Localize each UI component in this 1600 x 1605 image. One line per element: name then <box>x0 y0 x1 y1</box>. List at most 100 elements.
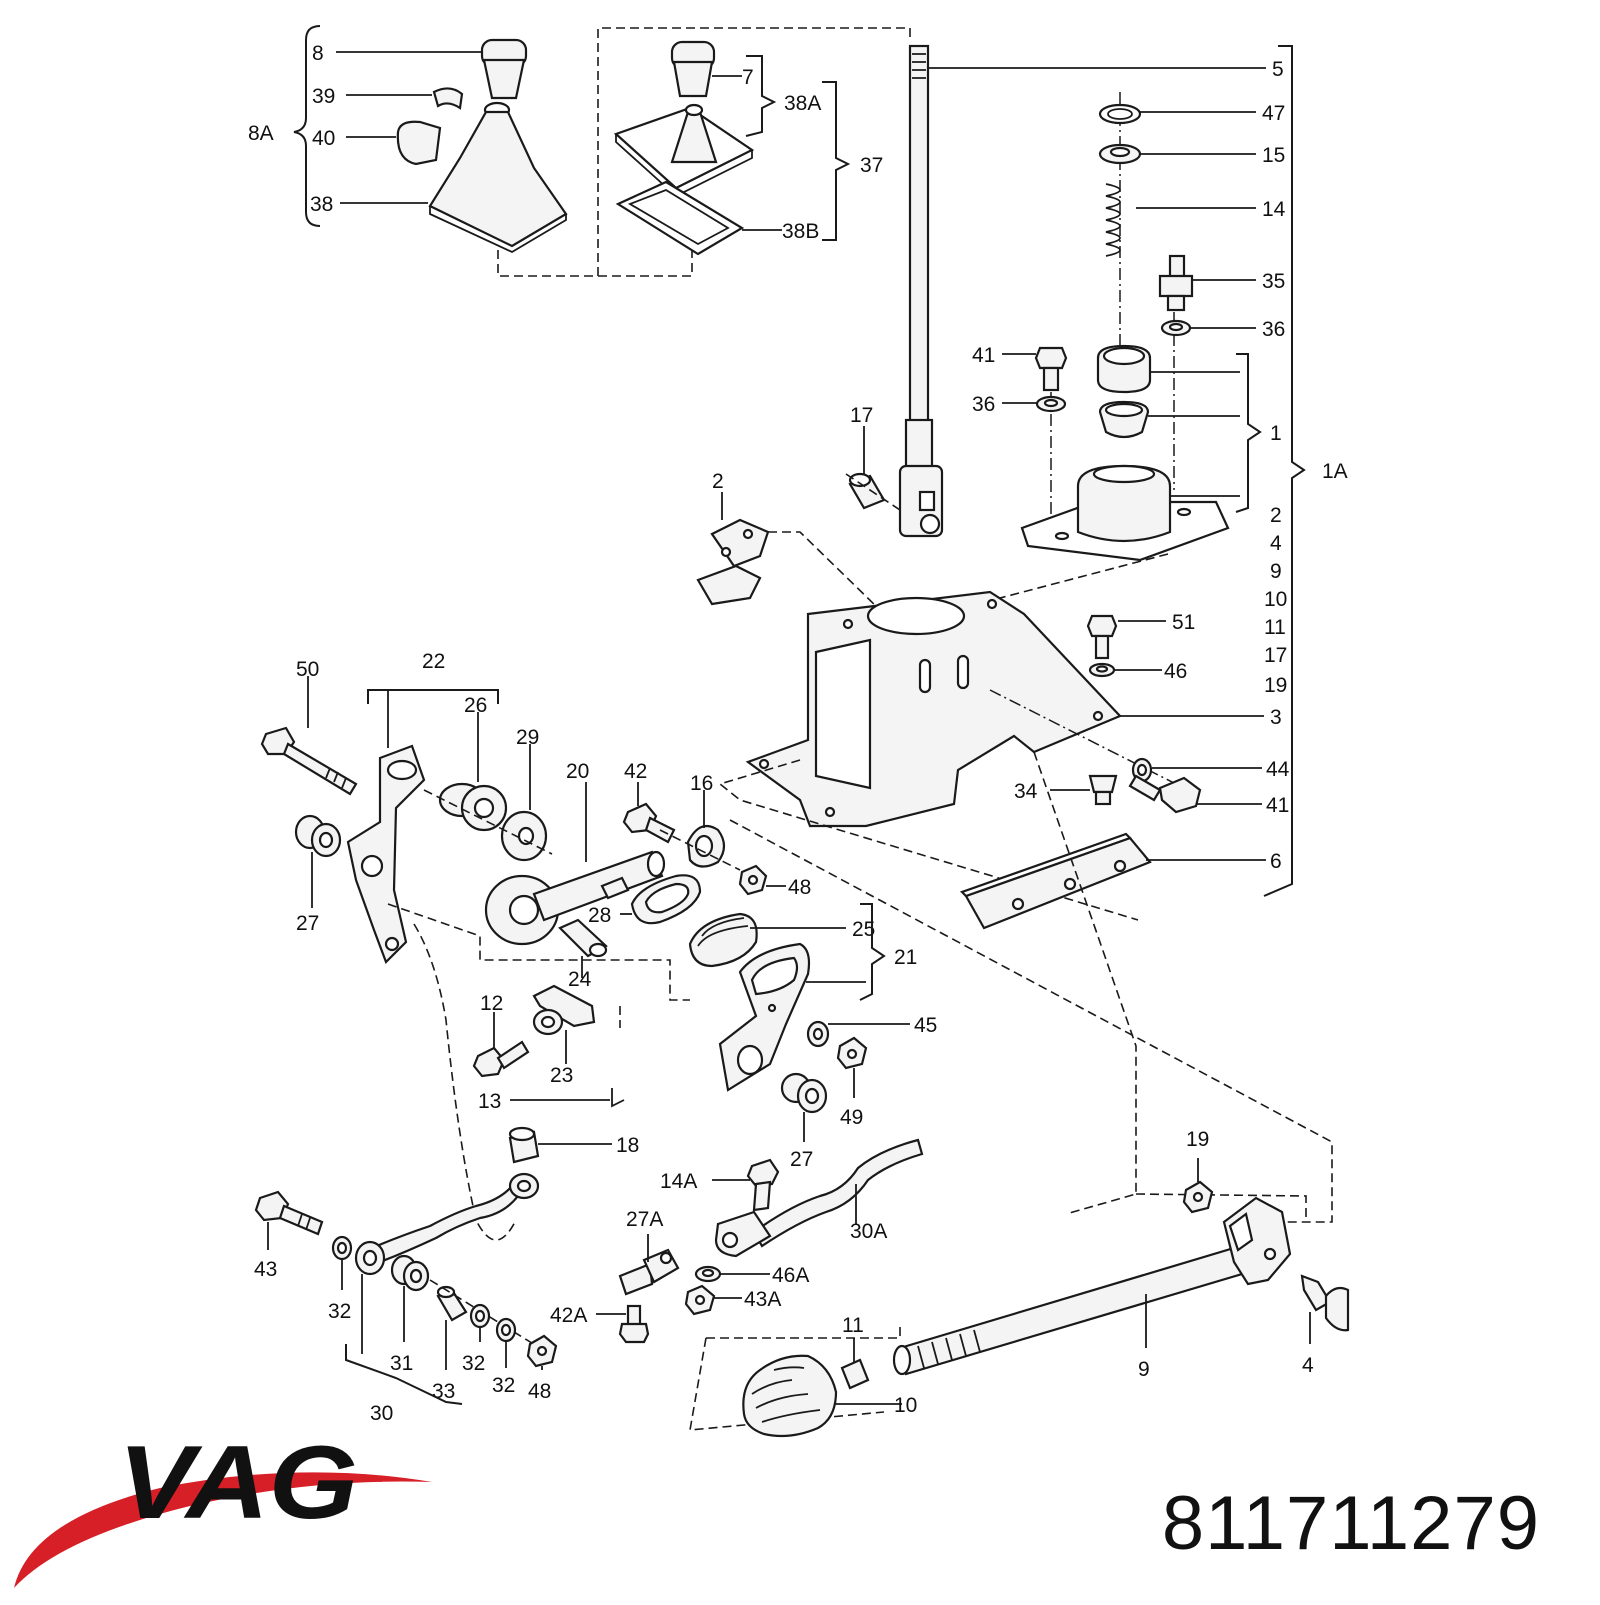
callout-48-top: 48 <box>788 876 811 899</box>
callout-15: 15 <box>1262 144 1285 167</box>
callout-r17: 17 <box>1264 644 1287 667</box>
callout-41-top: 41 <box>972 344 995 367</box>
bolt-42A <box>618 1304 650 1344</box>
washer-36 <box>1160 319 1192 337</box>
callout-r11: 11 <box>1264 616 1286 639</box>
callout-38A: 38A <box>784 92 821 115</box>
clamp-ring-40 <box>396 120 442 166</box>
callout-25: 25 <box>852 918 875 941</box>
bracket-2 <box>696 518 770 606</box>
callout-16: 16 <box>690 772 713 795</box>
bolt-51 <box>1086 614 1118 660</box>
callout-27A: 27A <box>626 1208 663 1231</box>
callout-28: 28 <box>588 904 611 927</box>
part-number: 811711279 <box>1161 1481 1540 1566</box>
callout-43: 43 <box>254 1258 277 1281</box>
callout-10: 10 <box>894 1394 917 1417</box>
vag-logo: VAG <box>14 1425 432 1588</box>
callout-6: 6 <box>1270 850 1282 873</box>
callout-32-b: 32 <box>462 1352 485 1375</box>
bushing-26 <box>438 782 508 832</box>
callout-24: 24 <box>568 968 592 991</box>
bushing-27-left <box>294 814 342 858</box>
pin-on-shaft <box>600 876 630 900</box>
callout-17-top: 17 <box>850 404 873 427</box>
callout-36-left: 36 <box>972 393 995 416</box>
callout-45: 45 <box>914 1014 937 1037</box>
callout-3: 3 <box>1270 706 1282 729</box>
callout-5: 5 <box>1272 58 1284 81</box>
callout-44: 44 <box>1266 758 1290 781</box>
callout-7: 7 <box>742 66 754 89</box>
washer-46 <box>1088 662 1116 678</box>
callout-43A: 43A <box>744 1288 781 1311</box>
bolt-14A <box>746 1158 780 1212</box>
callout-40: 40 <box>312 127 335 150</box>
callout-31: 31 <box>390 1352 413 1375</box>
callout-50: 50 <box>296 658 319 681</box>
vag-logo-wordmark: VAG <box>118 1425 358 1541</box>
brace-22 <box>367 689 499 748</box>
callout-13: 13 <box>478 1090 501 1113</box>
boot-cover-38A <box>613 103 755 198</box>
clamp-16 <box>686 824 726 868</box>
mount-6 <box>959 832 1152 930</box>
callout-39: 39 <box>312 85 335 108</box>
callout-1A: 1A <box>1322 460 1348 483</box>
callout-21: 21 <box>894 946 917 969</box>
bolt-43 <box>254 1190 324 1236</box>
washer-32-a <box>331 1235 353 1261</box>
callout-42A: 42A <box>550 1304 587 1327</box>
callout-34: 34 <box>1014 780 1038 803</box>
sleeve-18 <box>508 1126 540 1164</box>
shift-rod-9 <box>892 1196 1292 1376</box>
callout-2: 2 <box>712 470 724 493</box>
washer-36-left <box>1035 395 1067 413</box>
callout-18: 18 <box>616 1134 639 1157</box>
damper-25 <box>688 912 758 968</box>
frame-38B <box>615 180 745 256</box>
vag-logo-swoosh <box>14 1472 432 1588</box>
bolt-42 <box>622 802 676 844</box>
boot-10 <box>742 1354 838 1438</box>
callout-36-top: 36 <box>1262 318 1285 341</box>
callout-37: 37 <box>860 154 883 177</box>
shift-housing-3 <box>745 590 1122 828</box>
callout-42: 42 <box>624 760 647 783</box>
callout-33: 33 <box>432 1380 455 1403</box>
rod-30 <box>354 1172 540 1276</box>
shift-knob-7 <box>670 40 716 98</box>
callout-r9: 9 <box>1270 560 1282 583</box>
washer-15 <box>1098 143 1142 165</box>
brace-21 <box>859 903 886 1001</box>
pin-24 <box>558 918 608 958</box>
callout-12: 12 <box>480 992 503 1015</box>
shaft-20 <box>484 850 666 946</box>
callout-1: 1 <box>1270 422 1282 445</box>
callout-46: 46 <box>1164 660 1187 683</box>
pin-35 <box>1158 254 1194 312</box>
gear-lever-5 <box>898 44 944 538</box>
spring-14 <box>1105 183 1121 257</box>
bolt-41-right <box>1128 774 1202 814</box>
callout-8A: 8A <box>248 122 274 145</box>
brace-1 <box>1148 353 1262 513</box>
callout-38B: 38B <box>782 220 819 243</box>
bearing-housing-1 <box>1020 344 1230 562</box>
guide-28 <box>630 874 702 925</box>
washer-45 <box>806 1020 830 1048</box>
pin-33 <box>436 1285 468 1322</box>
nut-49 <box>836 1036 868 1070</box>
circlip-47 <box>1098 103 1142 125</box>
shift-boot-38 <box>428 101 568 254</box>
lever-23 <box>532 984 596 1036</box>
callout-23: 23 <box>550 1064 573 1087</box>
callout-4: 4 <box>1302 1354 1314 1377</box>
rod-30A <box>714 1138 924 1258</box>
bolt-41-top <box>1034 346 1068 392</box>
washer-32-c <box>495 1317 517 1343</box>
lever-27A <box>618 1248 680 1296</box>
callout-32-a: 32 <box>328 1300 351 1323</box>
callout-14A: 14A <box>660 1170 697 1193</box>
